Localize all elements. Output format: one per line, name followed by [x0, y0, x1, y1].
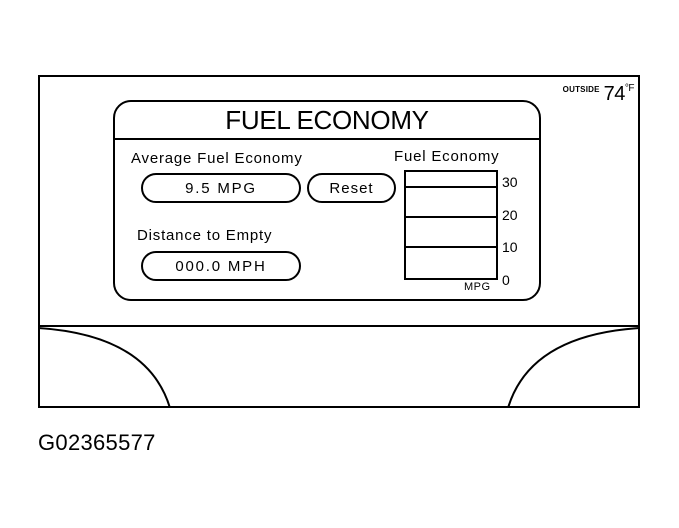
fuel-economy-gauge-title: Fuel Economy — [394, 148, 500, 165]
distance-to-empty-label: Distance to Empty — [137, 227, 273, 244]
average-fuel-economy-label: Average Fuel Economy — [131, 150, 303, 167]
gauge-tick-10: 10 — [502, 239, 518, 255]
outside-temp-value: 74°F — [603, 83, 635, 105]
panel-title: FUEL ECONOMY — [225, 105, 429, 135]
gauge-tick-30: 30 — [502, 174, 518, 190]
panel-title-divider — [113, 138, 541, 140]
outside-temperature: OUTSIDE 74°F — [562, 83, 635, 105]
display-divider — [38, 325, 640, 327]
fuel-economy-panel — [113, 100, 541, 301]
distance-to-empty-value: 000.0 MPH — [141, 251, 301, 281]
gauge-unit: MPG — [464, 281, 491, 293]
fuel-economy-gauge — [404, 170, 498, 280]
gauge-line-20 — [404, 216, 498, 218]
outside-temp-unit: °F — [624, 83, 635, 94]
dashboard-curves — [38, 327, 640, 408]
outside-temp-number: 74 — [603, 83, 626, 105]
gauge-tick-20: 20 — [502, 207, 518, 223]
reset-button[interactable]: Reset — [307, 173, 396, 203]
outside-label: OUTSIDE — [562, 85, 600, 94]
figure-id: G02365577 — [38, 430, 156, 455]
gauge-tick-0: 0 — [502, 272, 510, 288]
average-fuel-economy-value: 9.5 MPG — [141, 173, 301, 203]
display-screen — [38, 75, 640, 408]
gauge-line-30 — [404, 186, 498, 188]
gauge-line-10 — [404, 246, 498, 248]
